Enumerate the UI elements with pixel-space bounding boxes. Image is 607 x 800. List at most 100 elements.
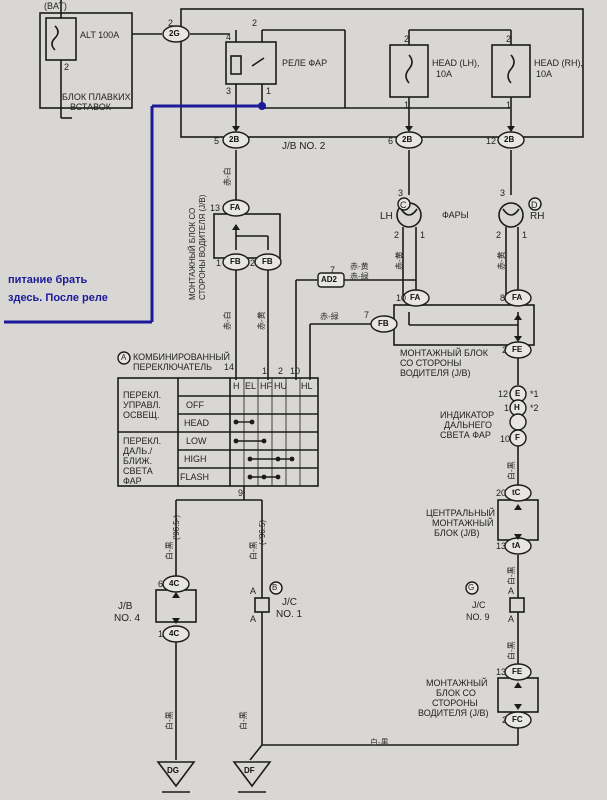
c2b-b-connector: 2B: [402, 135, 413, 144]
ind-pin-12: 12: [498, 389, 509, 399]
indicator-label-2: ДАЛЬНЕГО: [444, 420, 492, 430]
jb4-c1: 4C: [169, 579, 180, 588]
row-head: HEAD: [184, 418, 210, 428]
headlamp-rh: [498, 202, 524, 228]
indicator-label-3: СВЕТА ФАР: [440, 430, 491, 440]
headlamps-label: ФАРЫ: [442, 210, 469, 220]
switch-col-hf: HF: [260, 381, 272, 391]
jc9-label: J/C: [472, 600, 486, 610]
fa2-pin: 8: [500, 293, 506, 303]
rh-pin-2: 2: [496, 230, 502, 240]
lh-fuse-pin-2: 2: [404, 34, 410, 44]
fb-pin: 7: [364, 310, 370, 320]
c2b-c-connector: 2B: [504, 135, 515, 144]
jc1-box: [254, 597, 270, 613]
wire-label: 赤-白: [223, 167, 232, 186]
relay-label: РЕЛЕ ФАР: [282, 58, 328, 68]
ind-star1: *1: [530, 389, 539, 399]
ind-pin-1: 1: [504, 403, 510, 413]
switch-col-hl: HL: [301, 381, 313, 391]
wire-label: 白-黒: [165, 541, 174, 560]
rh-pin-3: 3: [500, 188, 506, 198]
fa2-connector: FA: [512, 293, 523, 302]
rh-fuse-pin-1: 1: [506, 100, 512, 110]
fc-pin: 2: [502, 715, 508, 725]
c2b-b-pin: 6: [388, 136, 394, 146]
row-off: OFF: [186, 400, 204, 410]
pin-label: 2: [64, 62, 70, 72]
wire-label: 白-黒: [239, 711, 248, 730]
jc1-mark: B: [272, 583, 278, 592]
lh-label: LH: [380, 211, 393, 222]
fuse-block-label-2: ВСТАВОК: [70, 102, 112, 112]
central-c2-pin: 13: [496, 541, 507, 551]
relay-pin-1: 1: [266, 86, 272, 96]
wire-label: (-'96.5): [258, 519, 267, 545]
wire-label: 白-黒: [370, 738, 389, 747]
wire-label: 赤-黄: [257, 311, 266, 330]
switch-title-2: ПЕРЕКЛЮЧАТЕЛЬ: [133, 362, 213, 372]
alt-label: ALT 100A: [80, 30, 120, 40]
group1-line1: ПЕРЕКЛ.: [123, 390, 162, 400]
jc1-a-bottom: A: [250, 614, 257, 624]
jc9-label-2: NO. 9: [466, 612, 490, 622]
wire-label: 白-黒: [507, 566, 516, 585]
rh-label: RH: [530, 211, 545, 222]
lh-pin-3: 3: [398, 188, 404, 198]
fe-pin: 2: [502, 345, 508, 355]
relay-pin-2: 2: [252, 18, 258, 28]
ind-pin-10: 10: [500, 434, 511, 444]
group2-line2: ДАЛЬ./: [123, 446, 153, 456]
central-jb-label-2: МОНТАЖНЫЙ: [432, 518, 494, 528]
jb4-c2: 4C: [169, 629, 180, 638]
switch-pin-2: 2: [278, 366, 284, 376]
relay-pin-4: 4: [226, 32, 232, 42]
central-jb-label: ЦЕНТРАЛЬНЫЙ: [426, 508, 496, 518]
central-c1-pin: 20: [496, 488, 507, 498]
head-rh-fuse: [491, 44, 531, 98]
jb4-label-2: NO. 4: [114, 613, 141, 624]
fe-bottom-pin: 13: [496, 667, 507, 677]
group1-line3: ОСВЕЩ.: [123, 410, 160, 420]
row-flash: FLASH: [180, 472, 210, 482]
switch-col-el: EL: [245, 381, 257, 391]
rh-fuse-pin-2: 2: [506, 34, 512, 44]
fb1-pin: 1: [216, 258, 222, 268]
wire-label: 白-黒: [507, 641, 516, 660]
ground-df-label: DF: [244, 766, 255, 775]
ad2-connector: AD2: [321, 275, 338, 284]
driver-jb-bottom-label-3: СТОРОНЫ: [432, 698, 478, 708]
ground-dg-label: DG: [167, 766, 179, 775]
alt-fuse: [45, 17, 77, 61]
ind-star2: *2: [530, 403, 539, 413]
ind-e: E: [515, 389, 521, 398]
ind-f: F: [515, 433, 520, 442]
jc9-mark: G: [468, 583, 475, 592]
group1-line2: УПРАВЛ.: [123, 400, 161, 410]
rh-mark: D: [531, 200, 538, 210]
head-lh-amp: 10A: [436, 69, 453, 79]
group2-line4: СВЕТА: [123, 466, 153, 476]
driver-jb-right-label-2: СО СТОРОНЫ: [400, 358, 462, 368]
switch-pin-1: 1: [262, 366, 268, 376]
fc-connector: FC: [512, 715, 523, 724]
switch-title: КОМБИНИРОВАННЫЙ: [133, 352, 230, 362]
head-rh-label: HEAD (RH),: [534, 58, 583, 68]
fb-connector: FB: [378, 319, 389, 328]
group2-line1: ПЕРЕКЛ.: [123, 436, 162, 446]
jc9-box: [509, 597, 525, 613]
fa1-connector: FA: [410, 293, 421, 302]
c2g-connector: 2G: [169, 29, 180, 38]
jb4-label: J/B: [118, 601, 133, 612]
fb2-connector: FB: [262, 257, 273, 266]
c2g-pin: 2: [168, 18, 174, 28]
switch-col-h: H: [233, 381, 240, 391]
driver-jb-bottom-label-4: ВОДИТЕЛЯ (J/B): [418, 708, 489, 718]
fuse-block-label: БЛОК ПЛАВКИХ: [62, 92, 131, 102]
driver-jb-left-label-2: СТОРОНЫ ВОДИТЕЛЯ (J/B): [198, 194, 207, 300]
driver-jb-bottom-label-2: БЛОК СО: [436, 688, 476, 698]
switch-pin-14: 14: [224, 362, 235, 372]
fuse-symbol: [51, 25, 59, 51]
fa-connector: FA: [230, 203, 241, 212]
